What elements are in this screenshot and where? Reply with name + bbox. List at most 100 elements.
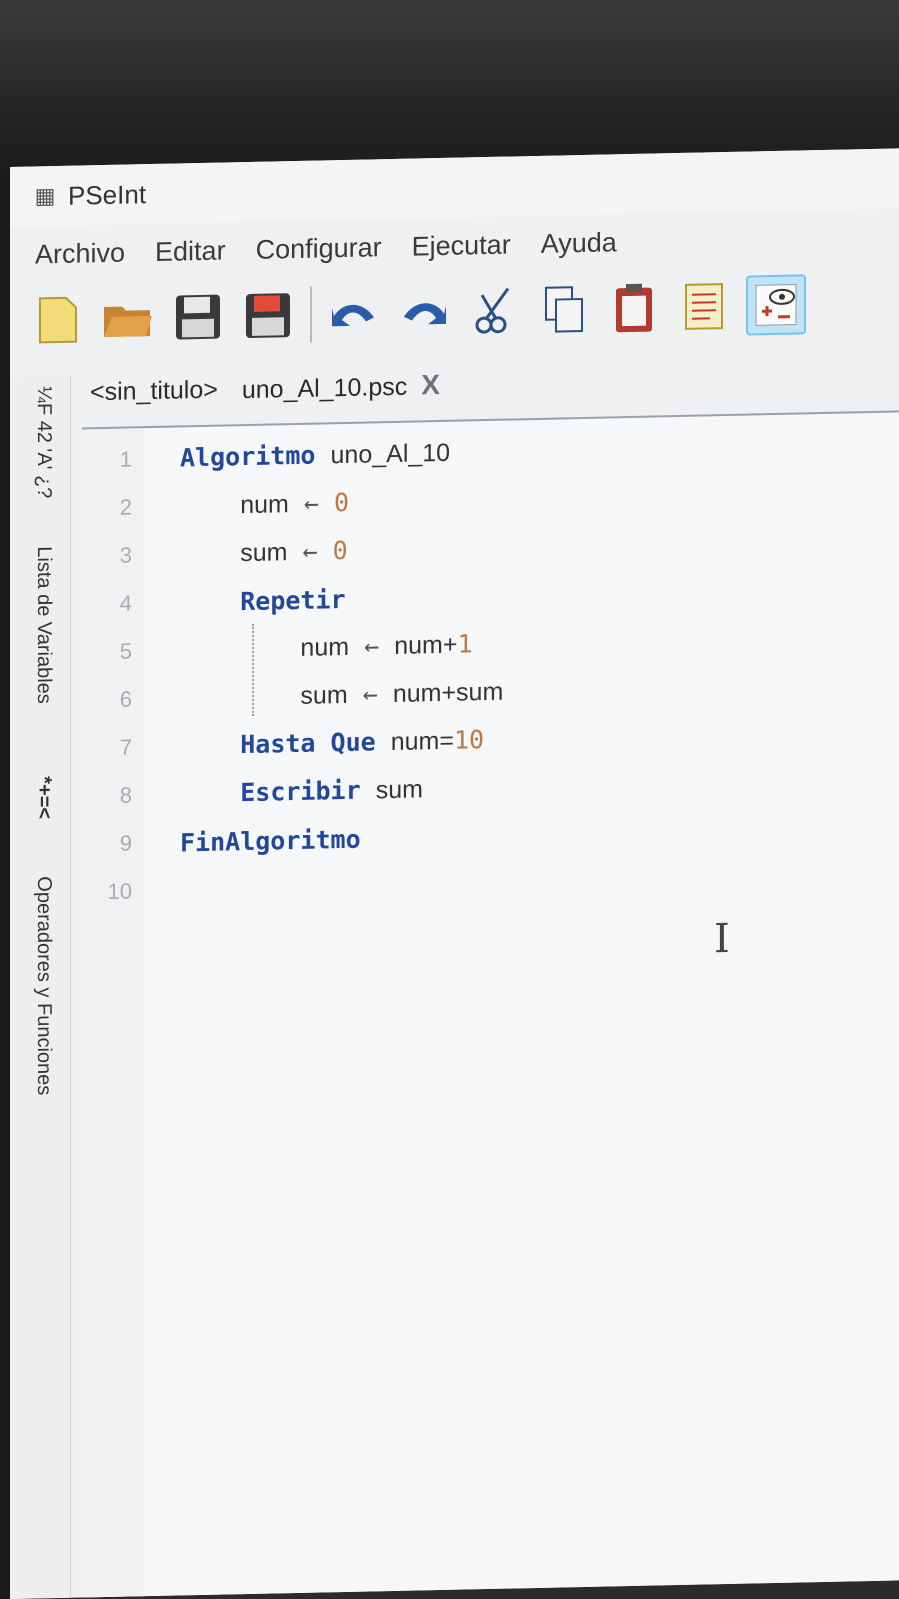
open-button[interactable] (100, 290, 156, 347)
code-token: sum (240, 538, 288, 568)
code-token (180, 730, 240, 760)
code-line: 10 (82, 867, 180, 915)
paste-icon (616, 283, 652, 333)
new-file-icon (39, 296, 77, 344)
toolbar-separator (310, 286, 312, 343)
line-number: 7 (119, 734, 132, 760)
variables-panel-tab[interactable]: Lista de Variables (33, 546, 55, 705)
code-token: Hasta Que (240, 727, 376, 760)
code-text: num ← num+1 (180, 629, 473, 665)
save-icon (176, 294, 220, 340)
debug-eye-icon (755, 284, 797, 326)
code-line: 7 Hasta Que num=10 (82, 717, 484, 771)
code-lines: 1 Algoritmo uno_Al_10 2 num ← 0 3 sum ← 0 4 … (82, 412, 899, 904)
cut-icon (475, 287, 510, 334)
code-text: sum ← num+sum (180, 677, 503, 714)
menu-archivo[interactable]: Archivo (35, 237, 126, 269)
code-token: num (300, 632, 350, 662)
code-token (180, 587, 240, 617)
code-token: Algoritmo (180, 440, 316, 473)
open-folder-icon (104, 306, 152, 338)
code-token (180, 538, 240, 568)
code-token: 0 (332, 535, 348, 566)
code-text: Escribir sum (180, 774, 423, 809)
code-token: num (240, 490, 289, 520)
code-token: ← (287, 536, 333, 567)
code-text: sum ← 0 (180, 535, 348, 570)
line-number: 10 (107, 878, 132, 904)
code-token: sum (375, 775, 423, 805)
list-button[interactable] (676, 278, 732, 335)
code-token: 0 (334, 487, 350, 518)
redo-icon (404, 303, 446, 325)
line-number: 6 (119, 686, 132, 712)
menu-ayuda[interactable]: Ayuda (540, 226, 617, 259)
code-line: 4 Repetir (82, 576, 346, 628)
code-text: Algoritmo uno_Al_10 (180, 438, 450, 474)
code-token (180, 681, 300, 713)
line-number: 1 (119, 446, 132, 472)
app-window: ▦ PSeInt Archivo Editar Configurar Ejecu… (10, 148, 899, 1599)
cut-button[interactable] (466, 282, 522, 339)
variables-panel-glyphs[interactable]: ¼F 42 'A' ¿? (33, 386, 55, 499)
redo-button[interactable] (396, 284, 452, 341)
code-editor[interactable]: 1 Algoritmo uno_Al_10 2 num ← 0 3 sum ← 0 4 … (82, 410, 899, 1598)
code-text: Hasta Que num=10 (180, 725, 484, 761)
code-token: sum (300, 680, 348, 710)
save-button[interactable] (170, 288, 226, 345)
operators-panel-tab[interactable]: Operadores y Funciones (33, 876, 55, 1096)
code-token (361, 775, 376, 804)
code-line: 8 Escribir sum (82, 766, 423, 819)
code-token: Escribir (240, 775, 361, 808)
code-token (315, 440, 330, 469)
code-token (376, 727, 391, 756)
line-number: 3 (119, 542, 132, 568)
line-number: 8 (119, 782, 132, 808)
code-text: FinAlgoritmo (180, 824, 361, 857)
code-token: num= (390, 726, 454, 757)
tab-close-icon[interactable]: X (421, 368, 440, 401)
undo-button[interactable] (326, 285, 382, 342)
code-token: num+ (394, 630, 458, 660)
save-as-icon (246, 293, 290, 338)
code-text: Repetir (180, 584, 346, 617)
code-token: ← (349, 630, 395, 661)
code-text: num ← 0 (180, 488, 349, 522)
copy-button[interactable] (536, 281, 592, 338)
code-line: 2 num ← 0 (82, 480, 349, 532)
tab-sin-titulo[interactable]: <sin_titulo> (90, 375, 218, 406)
code-token: uno_Al_10 (330, 438, 451, 470)
code-token: ← (288, 488, 335, 519)
code-token (180, 490, 240, 520)
copy-icon (545, 286, 583, 333)
line-number: 9 (119, 830, 132, 856)
code-token (180, 778, 240, 808)
code-line: 9 FinAlgoritmo (82, 816, 361, 868)
code-line: 1 Algoritmo uno_Al_10 (82, 430, 450, 484)
code-token: Repetir (240, 584, 346, 616)
menu-configurar[interactable]: Configurar (255, 231, 382, 265)
code-token: num+sum (392, 677, 504, 708)
menu-ejecutar[interactable]: Ejecutar (411, 229, 511, 262)
save-as-button[interactable] (240, 287, 296, 344)
new-file-button[interactable] (30, 291, 86, 348)
indent-guide (252, 623, 254, 716)
code-line: 6 sum ← num+sum (82, 669, 504, 724)
list-icon (685, 283, 723, 330)
toolbar (30, 266, 899, 356)
pseint-app-icon: ▦ (34, 183, 56, 209)
undo-icon (332, 304, 374, 327)
code-token: 1 (457, 629, 473, 659)
paste-button[interactable] (606, 279, 662, 336)
debug-button[interactable] (746, 274, 806, 336)
code-token: FinAlgoritmo (180, 824, 361, 857)
line-number: 5 (119, 638, 132, 664)
code-token: 10 (453, 725, 485, 755)
menu-editar[interactable]: Editar (155, 234, 226, 267)
line-number: 2 (119, 494, 132, 520)
text-cursor-icon: I (714, 915, 730, 963)
operators-panel-glyphs[interactable]: *+=< (33, 776, 55, 820)
monitor-bezel-left (0, 175, 10, 1599)
